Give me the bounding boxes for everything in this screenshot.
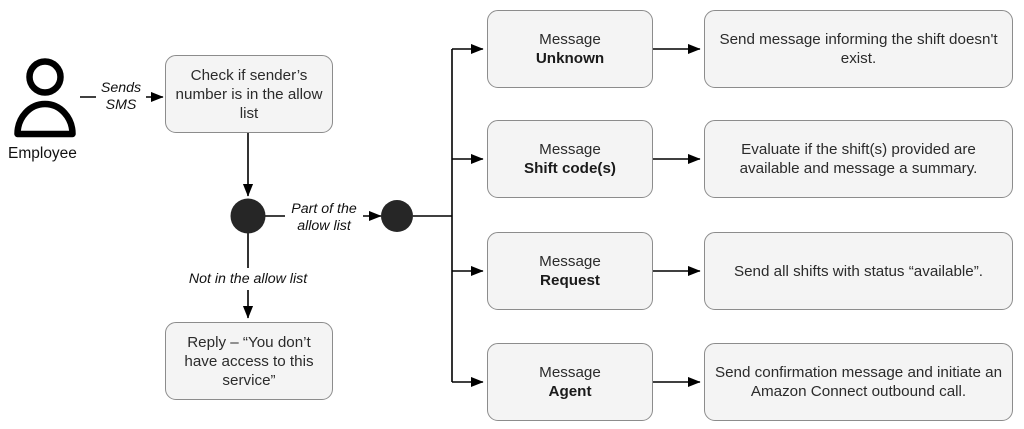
node-action-agent[interactable]: Send confirmation message and initiate a… <box>704 343 1013 421</box>
action-text-2: Evaluate if the shift(s) provided are av… <box>739 141 978 177</box>
edge-label-part-of-allow-list-line2: allow list <box>297 218 351 234</box>
edge-label-sends-sms: Sends SMS <box>96 80 146 114</box>
message-kind-1: Unknown <box>535 50 605 67</box>
message-prefix-2: Message <box>539 141 601 158</box>
node-action-request[interactable]: Send all shifts with status “available”. <box>704 232 1013 310</box>
message-prefix-3: Message <box>539 253 601 270</box>
node-message-agent[interactable]: Message Agent <box>487 343 653 421</box>
node-message-request[interactable]: Message Request <box>487 232 653 310</box>
message-prefix-4: Message <box>539 364 601 381</box>
message-kind-4: Agent <box>548 383 592 400</box>
hub-node-message-router <box>381 200 413 232</box>
person-icon <box>14 58 76 138</box>
action-text-4: Send confirmation message and initiate a… <box>714 364 1003 400</box>
node-action-unknown[interactable]: Send message informing the shift doesn't… <box>704 10 1013 88</box>
edge-label-not-in-allow-list: Not in the allow list <box>166 269 330 290</box>
decision-node-allow-list <box>230 198 266 234</box>
edge-label-part-of-allow-list: Part of the allow list <box>285 201 363 235</box>
action-text-1: Send message informing the shift doesn't… <box>719 31 998 67</box>
node-message-unknown[interactable]: Message Unknown <box>487 10 653 88</box>
message-kind-3: Request <box>540 272 600 289</box>
node-check-allow-list-label: Check if sender’s number is in the allow… <box>175 66 323 122</box>
message-prefix-1: Message <box>539 31 601 48</box>
message-kind-2: Shift code(s) <box>524 160 616 177</box>
node-action-shift-codes[interactable]: Evaluate if the shift(s) provided are av… <box>704 120 1013 198</box>
edge-label-sends-sms-line1: Sends <box>100 80 142 96</box>
node-check-allow-list[interactable]: Check if sender’s number is in the allow… <box>165 55 333 133</box>
node-message-shift-codes[interactable]: Message Shift code(s) <box>487 120 653 198</box>
edge-label-sends-sms-line2: SMS <box>105 97 137 113</box>
action-text-3: Send all shifts with status “available”. <box>733 262 984 280</box>
node-reply-no-access-label: Reply – “You don’t have access to this s… <box>184 333 314 389</box>
actor-caption: Employee <box>8 145 77 162</box>
node-reply-no-access[interactable]: Reply – “You don’t have access to this s… <box>165 322 333 400</box>
edge-label-part-of-allow-list-line1: Part of the <box>291 201 357 217</box>
